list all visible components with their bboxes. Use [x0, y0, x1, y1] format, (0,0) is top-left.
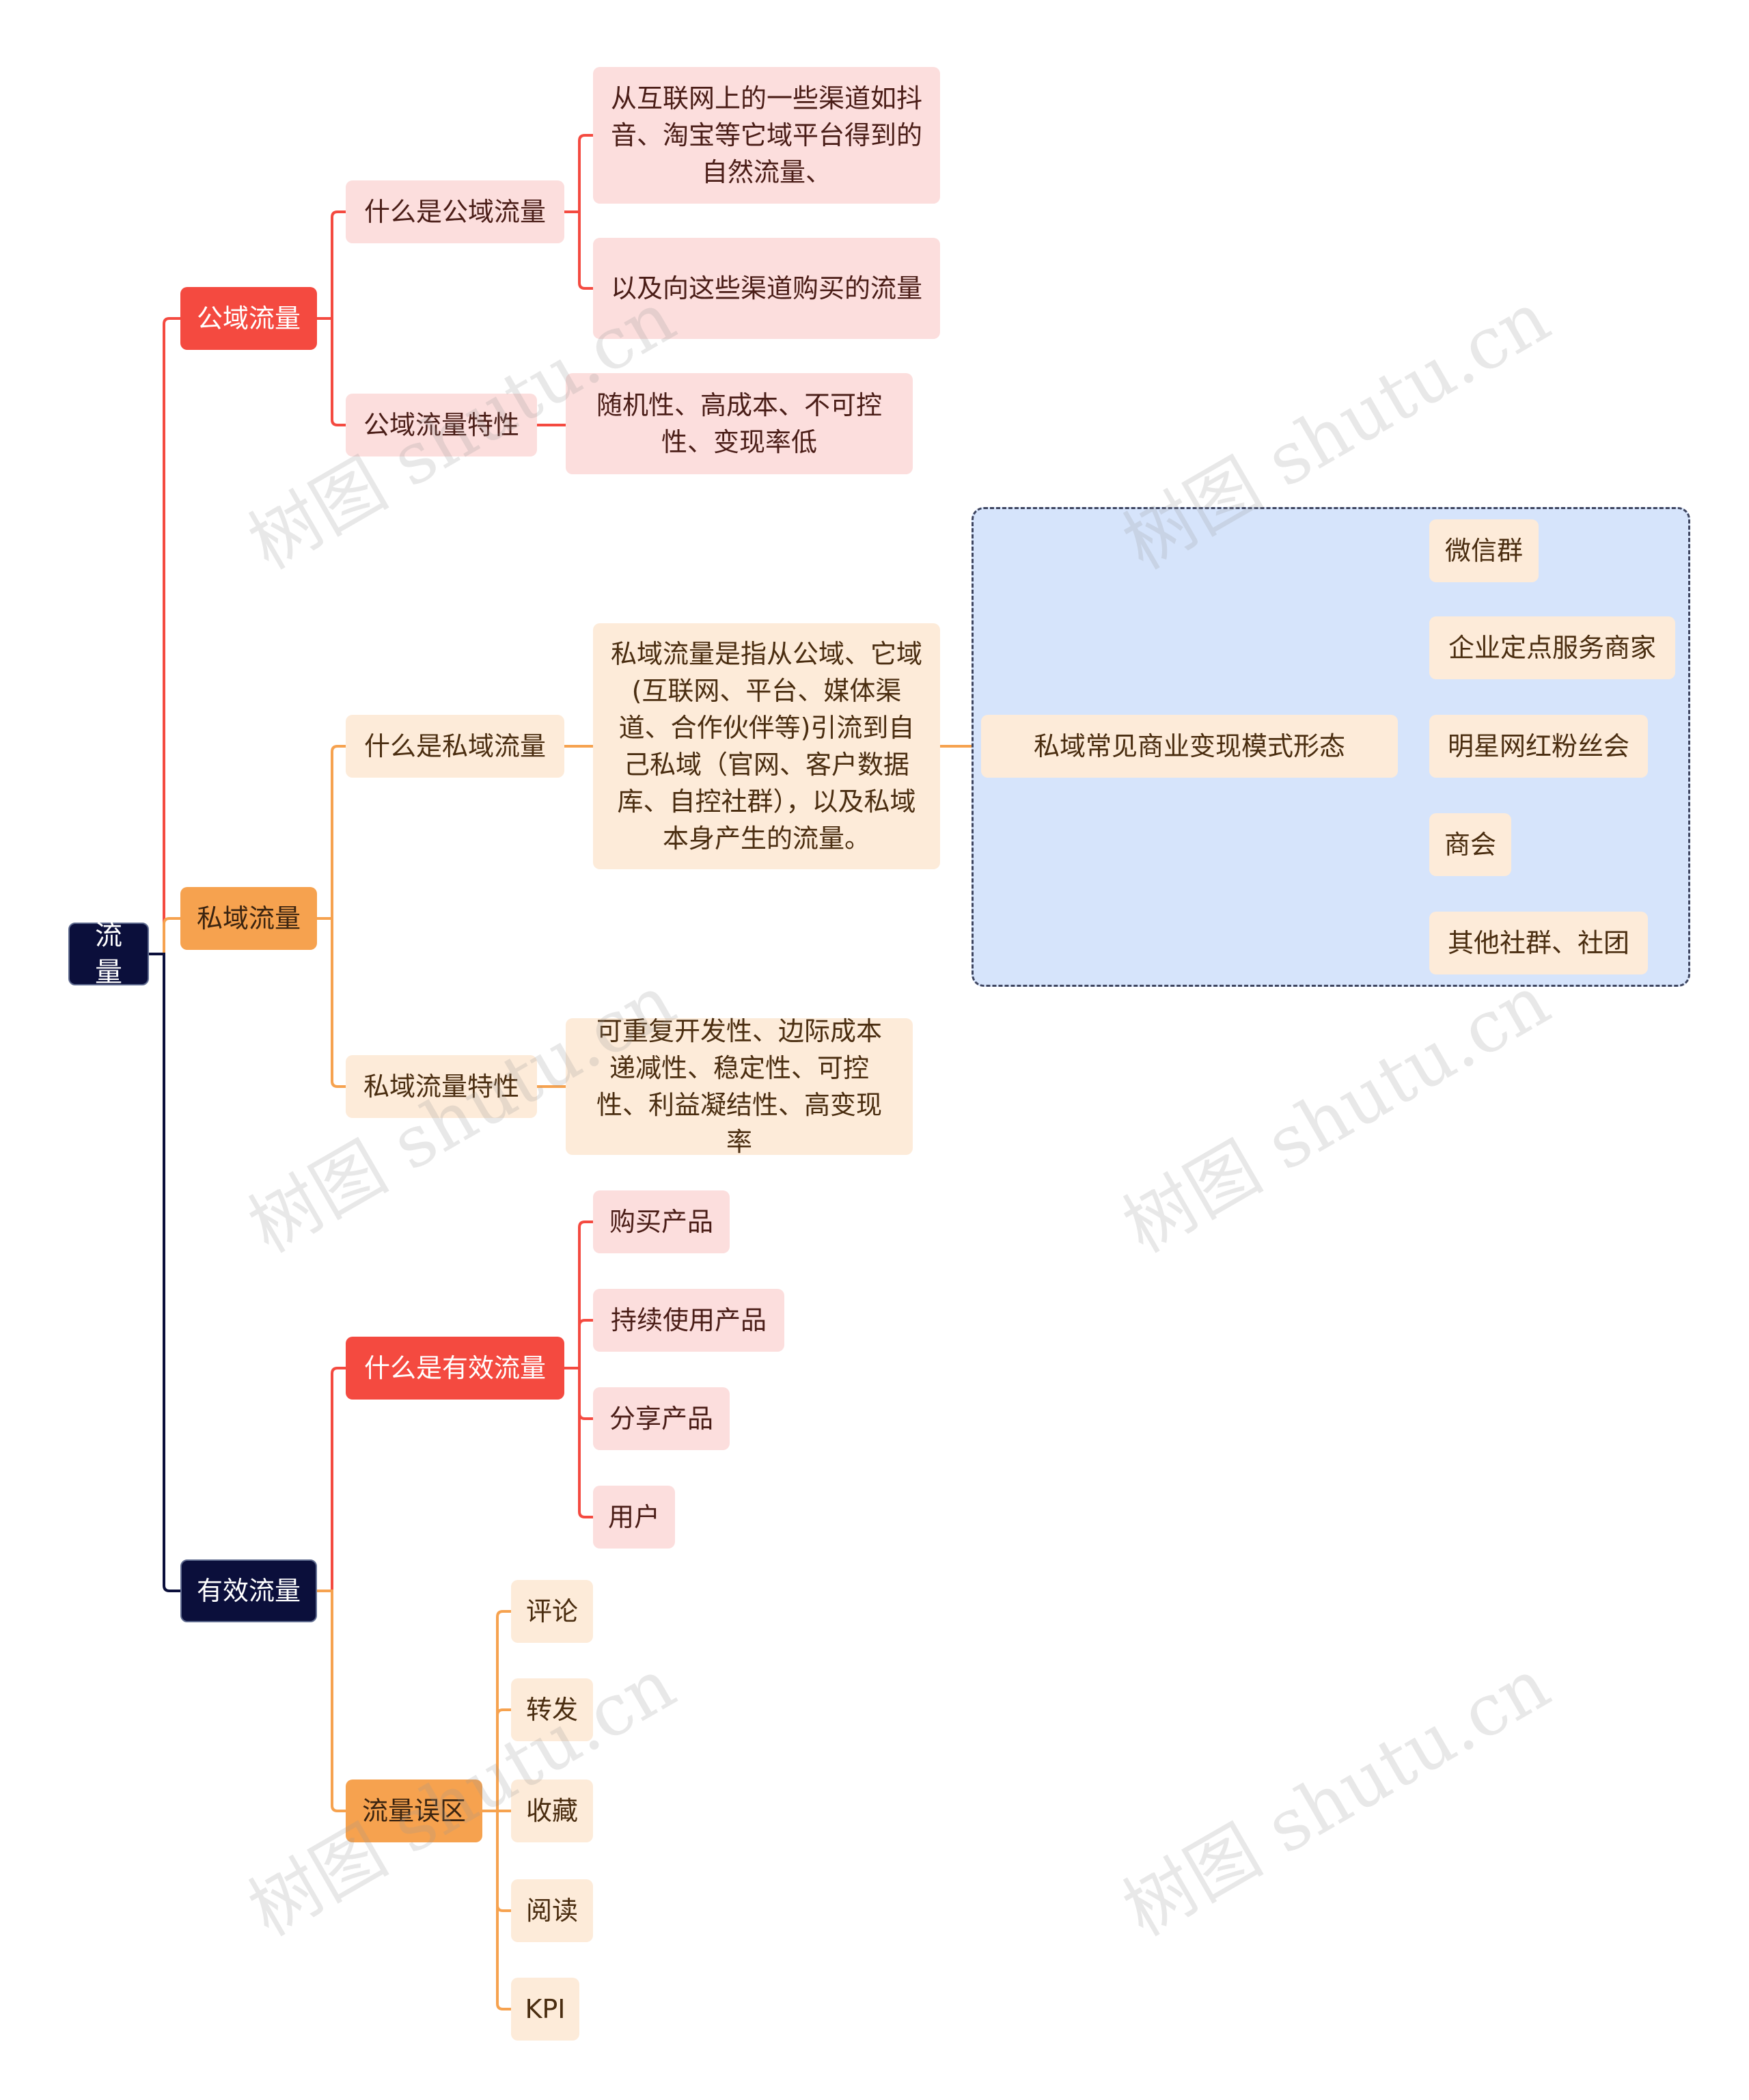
what-is-effective-node[interactable]: 什么是有效流量: [346, 1337, 564, 1400]
public-definition-part2[interactable]: 以及向这些渠道购买的流量: [593, 238, 940, 339]
public-traits-node[interactable]: 公域流量特性: [346, 394, 537, 456]
monetization-models-node[interactable]: 私域常见商业变现模式形态: [981, 715, 1398, 778]
what-is-private-node[interactable]: 什么是私域流量: [346, 715, 564, 778]
myth-item-favorite[interactable]: 收藏: [511, 1779, 593, 1842]
myth-item-comment[interactable]: 评论: [511, 1580, 593, 1643]
effective-item-continued-use[interactable]: 持续使用产品: [593, 1289, 784, 1352]
root-node[interactable]: 流量: [68, 920, 149, 988]
effective-traffic-node[interactable]: 有效流量: [180, 1559, 317, 1622]
traffic-myths-node[interactable]: 流量误区: [346, 1779, 482, 1842]
private-traits-text[interactable]: 可重复开发性、边际成本递减性、稳定性、可控性、利益凝结性、高变现率: [566, 1016, 913, 1157]
private-definition-text[interactable]: 私域流量是指从公域、它域(互联网、平台、媒体渠道、合作伙伴等)引流到自己私域（官…: [593, 623, 940, 869]
model-other-communities[interactable]: 其他社群、社团: [1429, 912, 1648, 974]
effective-item-share[interactable]: 分享产品: [593, 1387, 730, 1450]
effective-item-user[interactable]: 用户: [593, 1486, 675, 1549]
what-is-public-node[interactable]: 什么是公域流量: [346, 180, 564, 243]
myth-item-kpi[interactable]: KPI: [511, 1978, 579, 2041]
model-fan-club[interactable]: 明星网红粉丝会: [1429, 715, 1648, 778]
public-traffic-node[interactable]: 公域流量: [180, 287, 317, 350]
myth-item-repost[interactable]: 转发: [511, 1678, 593, 1741]
private-traffic-node[interactable]: 私域流量: [180, 887, 317, 950]
model-wechat-group[interactable]: 微信群: [1429, 519, 1539, 582]
public-traits-text[interactable]: 随机性、高成本、不可控性、变现率低: [566, 373, 913, 474]
model-enterprise-merchants[interactable]: 企业定点服务商家: [1429, 616, 1675, 679]
effective-item-buy[interactable]: 购买产品: [593, 1190, 730, 1253]
public-definition-part1[interactable]: 从互联网上的一些渠道如抖音、淘宝等它域平台得到的自然流量、: [593, 67, 940, 204]
model-chamber-of-commerce[interactable]: 商会: [1429, 813, 1511, 876]
myth-item-read[interactable]: 阅读: [511, 1879, 593, 1942]
private-traits-node[interactable]: 私域流量特性: [346, 1055, 537, 1118]
